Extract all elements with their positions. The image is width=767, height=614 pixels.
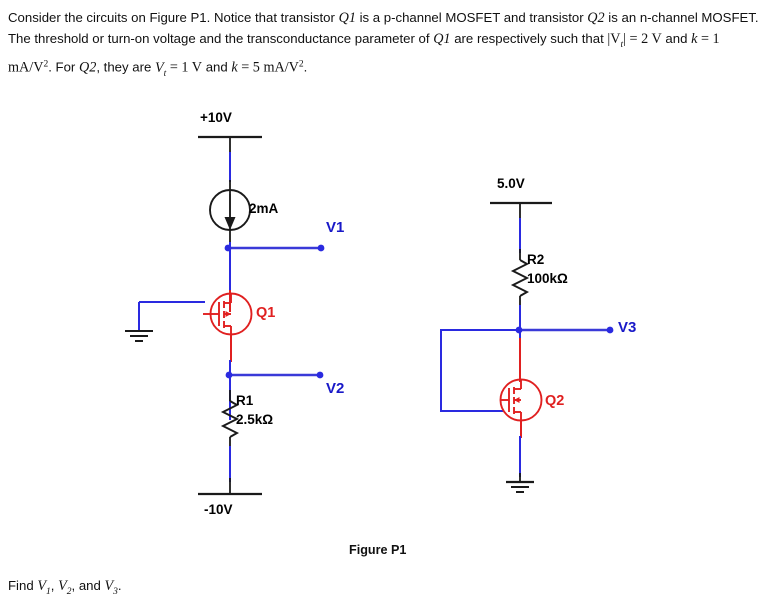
- problem-text-part: . For: [48, 59, 79, 75]
- find-prefix: Find: [8, 578, 38, 593]
- problem-text-part: is: [604, 10, 618, 25]
- label-resistor-r2-value: 100kΩ: [527, 271, 568, 286]
- circuit-schematic-svg: [125, 135, 614, 496]
- label-supply-negative: -10V: [204, 502, 233, 517]
- problem-statement: Consider the circuits on Figure P1. Noti…: [8, 8, 760, 84]
- k-symbol: k: [691, 30, 698, 47]
- vt-subscript: t: [620, 39, 624, 50]
- label-supply-5v: 5.0V: [497, 176, 525, 191]
- node-dot-v2: [225, 371, 233, 379]
- k-value-q1: = 1 mA/V: [8, 30, 720, 76]
- problem-text-part: , they are: [96, 59, 155, 75]
- node-dot-v1: [224, 244, 232, 252]
- figure-caption: Figure P1: [349, 543, 407, 557]
- label-node-v3: V3: [618, 319, 637, 336]
- wire-gate-feedback-loop: [440, 329, 519, 412]
- k-unit-exponent: 2: [43, 58, 49, 69]
- question-v3: V3: [104, 578, 118, 597]
- ground-icon-right: [506, 480, 534, 493]
- problem-text-part: .: [303, 59, 308, 75]
- problem-text-part: respectively such that: [476, 30, 608, 46]
- label-transistor-q2: Q2: [545, 393, 565, 409]
- problem-text-part: are: [450, 30, 474, 46]
- q1-bulk-arrow: [225, 311, 231, 317]
- period: .: [117, 578, 122, 593]
- label-resistor-r2-name: R2: [527, 252, 545, 267]
- label-node-v1: V1: [326, 219, 345, 236]
- separator: , and: [71, 578, 105, 593]
- q2-bulk-arrow: [514, 397, 520, 403]
- problem-text-part: and: [661, 30, 692, 46]
- probe-terminal-v1: [317, 244, 325, 252]
- transistor-ref-q2: Q2: [587, 10, 605, 26]
- threshold-voltage-abs: |Vt|: [607, 30, 626, 50]
- transistor-ref-q2: Q2: [79, 59, 97, 76]
- question-v2: V2: [58, 578, 72, 597]
- circuit-right: [440, 201, 614, 493]
- transistor-q2-symbol: [499, 378, 543, 422]
- label-transistor-q1: Q1: [256, 305, 276, 321]
- label-resistor-r1-name: R1: [236, 393, 254, 408]
- ground-icon-left: [125, 330, 153, 342]
- vt-symbol-q2: Vt: [155, 59, 167, 79]
- problem-text-part: Consider the circuits on Figure P1. Noti…: [8, 10, 339, 25]
- transistor-ref-q1: Q1: [433, 30, 451, 47]
- probe-terminal-v2: [316, 371, 324, 379]
- transistor-ref-q1: Q1: [338, 10, 356, 26]
- k-symbol: k: [231, 59, 238, 76]
- probe-terminal-v3: [606, 326, 614, 334]
- label-node-v2: V2: [326, 380, 345, 397]
- label-current-source: 2mA: [249, 201, 279, 216]
- question-v1: V1: [37, 578, 51, 597]
- problem-text-part: is a p-channel MOSFET and transistor: [355, 10, 588, 25]
- k-unit-exponent: 2: [298, 58, 304, 69]
- label-supply-positive: +10V: [200, 110, 232, 125]
- threshold-value: = 2 V: [626, 30, 662, 47]
- label-resistor-r1-value: 2.5kΩ: [236, 412, 274, 427]
- vt-abs-close: |: [623, 30, 626, 47]
- vt-value-q2: = 1 V: [166, 59, 203, 76]
- r2-zigzag: [510, 259, 530, 297]
- circuit-figure: +10V 2mA V1 Q1 V2 R1 2.5kΩ -10V 5.0V R2 …: [0, 90, 767, 540]
- problem-text-part: and: [202, 59, 232, 75]
- separator: ,: [50, 578, 59, 593]
- circuit-left: [125, 135, 325, 496]
- vt-symbol: |V: [607, 30, 621, 47]
- k-value-q2: = 5 mA/V: [237, 59, 299, 76]
- r1-zigzag: [220, 400, 240, 438]
- resistor-r2-symbol: [510, 249, 530, 307]
- problem-text-part: an n-channel MOSFET. The threshold or tu…: [8, 10, 759, 46]
- transistor-q1-symbol: [203, 292, 253, 336]
- question-find-line: Find V1, V2, and V3.: [8, 578, 122, 597]
- current-source-arrow-head: [224, 217, 236, 230]
